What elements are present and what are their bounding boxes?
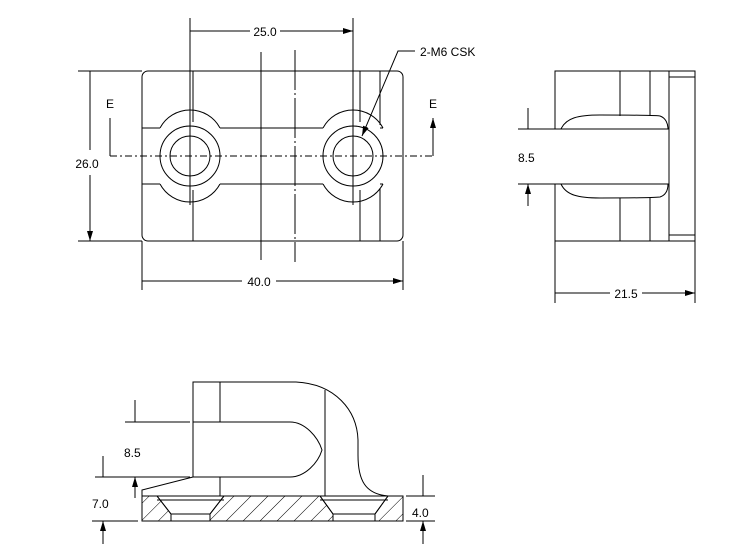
dim-hole-spacing: 25.0 <box>253 25 277 39</box>
section-view: 8.5 7.0 4.0 <box>92 381 435 544</box>
side-dim-slot: 8.5 <box>518 151 535 165</box>
dim-height: 26.0 <box>75 157 99 171</box>
section-label-right: E <box>429 97 437 111</box>
front-view: E E 25.0 26.0 40.0 2-M6 CSK <box>75 18 475 290</box>
section-dim-base: 4.0 <box>412 506 429 520</box>
side-view: 8.5 21.5 <box>518 70 695 303</box>
section-dim-slot-height: 7.0 <box>92 497 109 511</box>
section-dim-slot: 8.5 <box>124 446 141 460</box>
section-label-left: E <box>106 97 114 111</box>
side-dim-depth: 21.5 <box>614 287 638 301</box>
dim-width: 40.0 <box>247 275 271 289</box>
hole-callout: 2-M6 CSK <box>420 45 475 59</box>
